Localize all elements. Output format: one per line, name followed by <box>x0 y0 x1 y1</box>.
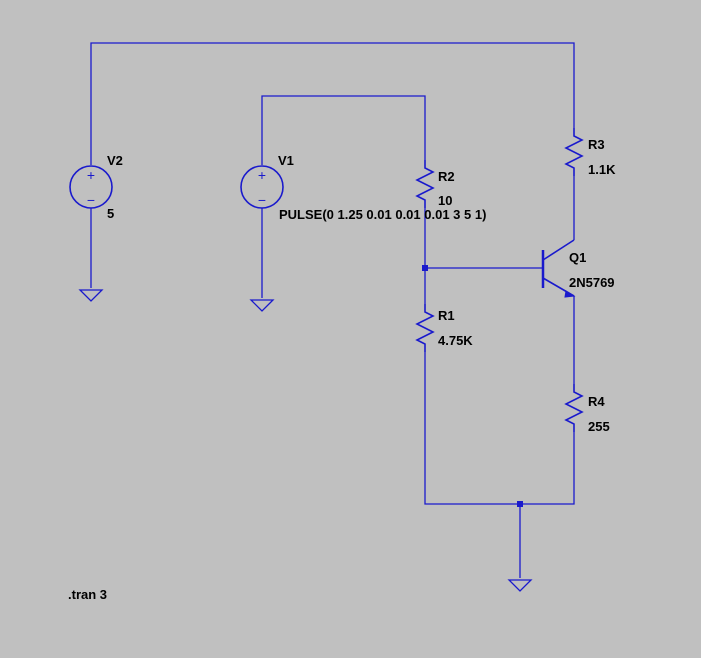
transistor-q1[interactable] <box>541 239 576 298</box>
label-r2-value: 10 <box>438 193 452 208</box>
ground-icon[interactable] <box>78 289 104 302</box>
resistor-r3[interactable] <box>564 128 584 176</box>
plus-sign-v1: + <box>258 167 266 183</box>
label-r2-name: R2 <box>438 169 455 184</box>
label-v1-value: PULSE(0 1.25 0.01 0.01 0.01 3 5 1) <box>279 207 486 222</box>
label-r1-name: R1 <box>438 308 455 323</box>
resistor-r4[interactable] <box>564 384 584 448</box>
spice-directive[interactable]: .tran 3 <box>68 587 107 602</box>
ground-icon[interactable] <box>507 579 533 592</box>
wire-v1-to-r2[interactable] <box>261 95 426 165</box>
junction-base-node[interactable] <box>422 265 428 271</box>
ground-icon[interactable] <box>249 299 275 312</box>
label-r3-name: R3 <box>588 137 605 152</box>
label-v1-name: V1 <box>278 153 294 168</box>
label-r4-value: 255 <box>588 419 610 434</box>
label-r4-name: R4 <box>588 394 605 409</box>
wires <box>90 42 575 578</box>
resistor-r2[interactable] <box>415 160 435 208</box>
label-q1-value: 2N5769 <box>569 275 615 290</box>
resistor-r1[interactable] <box>415 304 435 352</box>
voltage-source-v2[interactable]: + − <box>69 165 113 209</box>
emitter-arrow-icon <box>564 290 576 298</box>
label-v2-name: V2 <box>107 153 123 168</box>
minus-sign-v2: − <box>87 192 95 208</box>
junction-ground-node[interactable] <box>517 501 523 507</box>
label-r1-value: 4.75K <box>438 333 473 348</box>
voltage-source-v1[interactable]: + − <box>240 165 284 209</box>
wire-r1-bottom[interactable] <box>424 352 575 505</box>
wire-v2-to-r3[interactable] <box>90 42 575 165</box>
label-v2-value: 5 <box>107 206 114 221</box>
plus-sign-v2: + <box>87 167 95 183</box>
label-r3-value: 1.1K <box>588 162 616 177</box>
label-q1-name: Q1 <box>569 250 586 265</box>
minus-sign-v1: − <box>258 192 266 208</box>
